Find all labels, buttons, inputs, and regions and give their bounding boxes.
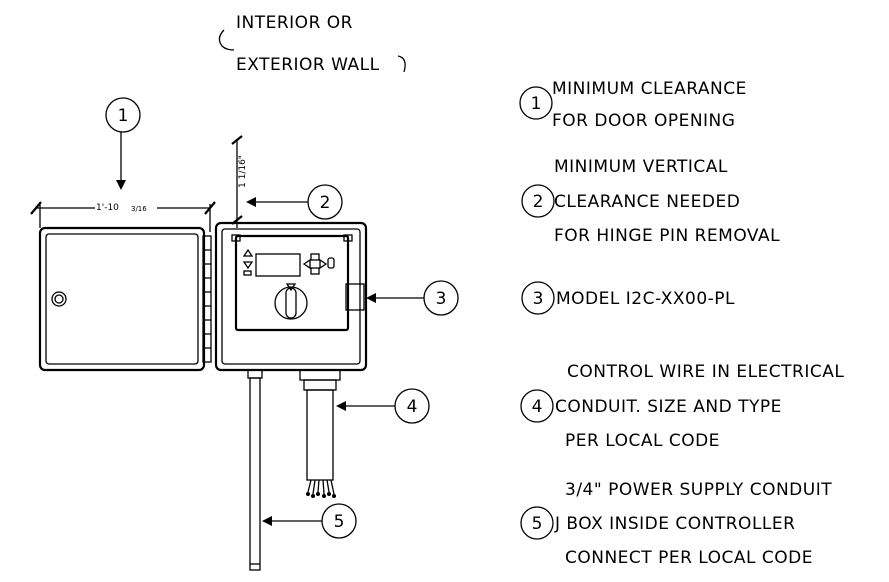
legend-item-5-line-2: J BOX INSIDE CONTROLLER [554, 514, 795, 534]
power-fitting [247, 369, 263, 379]
legend-item-4-line-3: PER LOCAL CODE [565, 431, 720, 451]
down-arrow-icon [242, 261, 254, 270]
wall-label-line-1: INTERIOR OR [236, 13, 353, 33]
open-door [38, 226, 206, 372]
legend-item-2-line-3: FOR HINGE PIN REMOVAL [554, 226, 780, 246]
power-supply-conduit [249, 377, 261, 571]
lcd-display [255, 253, 301, 277]
callout-1: 1 [105, 97, 141, 190]
legend-item-3-circle [521, 281, 555, 315]
callout-5-arrowhead [262, 516, 272, 526]
callout-1-number: 1 [118, 106, 129, 126]
legend-item-5-circle [520, 506, 554, 540]
legend: 1 MINIMUM CLEARANCE FOR DOOR OPENING 2 M… [519, 79, 844, 568]
legend-item-5-number: 5 [532, 514, 543, 534]
small-button-icon [243, 270, 252, 276]
callout-1-circle [105, 97, 141, 133]
callout-5: 5 [262, 503, 357, 539]
legend-item-2-number: 2 [533, 192, 544, 212]
dimension-tick-left [30, 201, 42, 215]
legend-item-1-line-1: MINIMUM CLEARANCE [552, 79, 747, 99]
controller-cabinet [214, 221, 368, 391]
legend-item-5: 5 3/4" POWER SUPPLY CONDUIT J BOX INSIDE… [520, 480, 832, 568]
legend-item-2: 2 MINIMUM VERTICAL CLEARANCE NEEDED FOR … [521, 157, 780, 246]
hinge-clearance-dimension: 1 1/16" [231, 135, 248, 228]
callout-5-number: 5 [334, 512, 345, 532]
conduit-fitting [299, 369, 341, 381]
door-width-fraction: 3/16 [131, 205, 147, 213]
keypad-icon [302, 253, 335, 275]
legend-item-4-circle [520, 389, 554, 423]
door-lock-outer [51, 291, 67, 307]
callout-1-arrowhead [116, 180, 126, 190]
door-outer [38, 226, 206, 372]
power-conduit-body [249, 377, 261, 571]
cabinet-inner [221, 228, 361, 365]
legend-item-3-line-1: MODEL I2C-XX00-PL [556, 289, 735, 309]
wall-label-bracket-left [218, 29, 235, 51]
door-width-text: 1'-10 [96, 203, 119, 213]
door-lock-inner [54, 294, 64, 304]
door-inner [45, 233, 199, 365]
conduit-body [306, 389, 334, 481]
legend-item-2-line-2: CLEARANCE NEEDED [554, 192, 740, 212]
dimension-text-mask [95, 200, 157, 214]
control-wires [306, 479, 336, 498]
legend-item-1-circle [519, 86, 553, 120]
legend-item-2-circle [521, 184, 555, 218]
side-knockout [345, 283, 365, 311]
legend-item-1-line-2: FOR DOOR OPENING [552, 111, 735, 131]
callout-3-arrowhead [366, 293, 376, 303]
legend-item-4-line-1: CONTROL WIRE IN ELECTRICAL [567, 362, 844, 382]
callout-2: 2 [246, 184, 343, 220]
rotary-dial-icon [274, 283, 308, 320]
legend-item-5-line-3: CONNECT PER LOCAL CODE [565, 548, 813, 568]
legend-item-2-line-1: MINIMUM VERTICAL [554, 157, 728, 177]
legend-item-4: 4 CONTROL WIRE IN ELECTRICAL CONDUIT. SI… [520, 362, 844, 451]
wall-label-line-2: EXTERIOR WALL [236, 55, 380, 75]
callout-4: 4 [336, 388, 430, 424]
legend-item-1-number: 1 [531, 94, 542, 114]
wall-label: INTERIOR OR EXTERIOR WALL [218, 13, 406, 75]
hinge [202, 235, 212, 363]
cabinet-outer [214, 221, 368, 372]
up-arrow-icon [242, 248, 254, 257]
callout-3-number: 3 [436, 289, 447, 309]
callout-4-number: 4 [407, 397, 418, 417]
legend-item-1: 1 MINIMUM CLEARANCE FOR DOOR OPENING [519, 79, 747, 131]
legend-item-4-number: 4 [532, 397, 543, 417]
callout-4-arrowhead [336, 401, 346, 411]
hinge-tick-top [231, 135, 243, 145]
dial-pointer-icon [285, 283, 297, 292]
legend-item-5-line-1: 3/4" POWER SUPPLY CONDUIT [565, 480, 832, 500]
wall-label-bracket-right [397, 55, 406, 73]
legend-item-3: 3 MODEL I2C-XX00-PL [521, 281, 735, 315]
legend-item-4-line-2: CONDUIT. SIZE AND TYPE [555, 397, 782, 417]
hinge-strip [202, 235, 212, 363]
legend-item-3-number: 3 [533, 289, 544, 309]
hinge-clearance-text: 1 1/16" [238, 155, 248, 188]
faceplate [234, 234, 350, 332]
control-wire-conduit [306, 389, 336, 498]
callout-2-arrowhead [246, 197, 256, 207]
callout-3: 3 [366, 280, 459, 316]
callout-2-number: 2 [320, 193, 331, 213]
door-width-dimension: 1'-10 3/16 [30, 200, 216, 232]
